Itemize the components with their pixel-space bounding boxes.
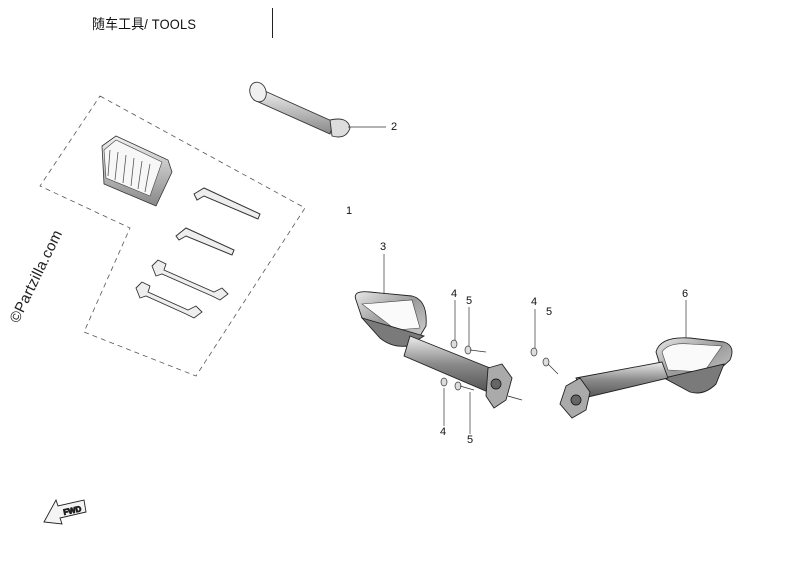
tool-pouch [101,135,173,207]
callout-4-right: 4 [531,296,538,308]
fwd-arrow-icon: FWD [43,498,87,525]
bolt-left-top [464,345,487,355]
allen-key-large [193,187,261,220]
bolt-left-bottom [454,381,475,391]
callout-2: 2 [391,121,398,133]
leader-lines [383,254,687,434]
tool-bar-part-2 [249,81,386,138]
callout-6: 6 [682,288,689,300]
callout-5-right: 5 [546,306,553,318]
wrench-1 [151,259,229,301]
callout-5-left-bottom: 5 [467,434,474,446]
callout-1: 1 [346,205,353,217]
callout-4-left-bottom: 4 [440,426,447,438]
right-mirror-assembly [559,337,733,419]
washer-left-bottom [440,377,448,387]
bolt-right [542,357,559,375]
wrench-2 [135,281,203,319]
page-title: 随车工具/ TOOLS [92,16,197,32]
allen-key-small [175,227,235,256]
callout-5-left-top: 5 [466,295,473,307]
header-divider [272,8,273,38]
callout-3: 3 [380,241,387,253]
fwd-label: FWD [63,504,83,517]
washer-left-top [450,339,458,349]
callout-4-left-top: 4 [451,288,458,300]
left-mirror-assembly [354,291,523,409]
washer-right [530,347,538,357]
tool-kit-outline [39,95,306,377]
